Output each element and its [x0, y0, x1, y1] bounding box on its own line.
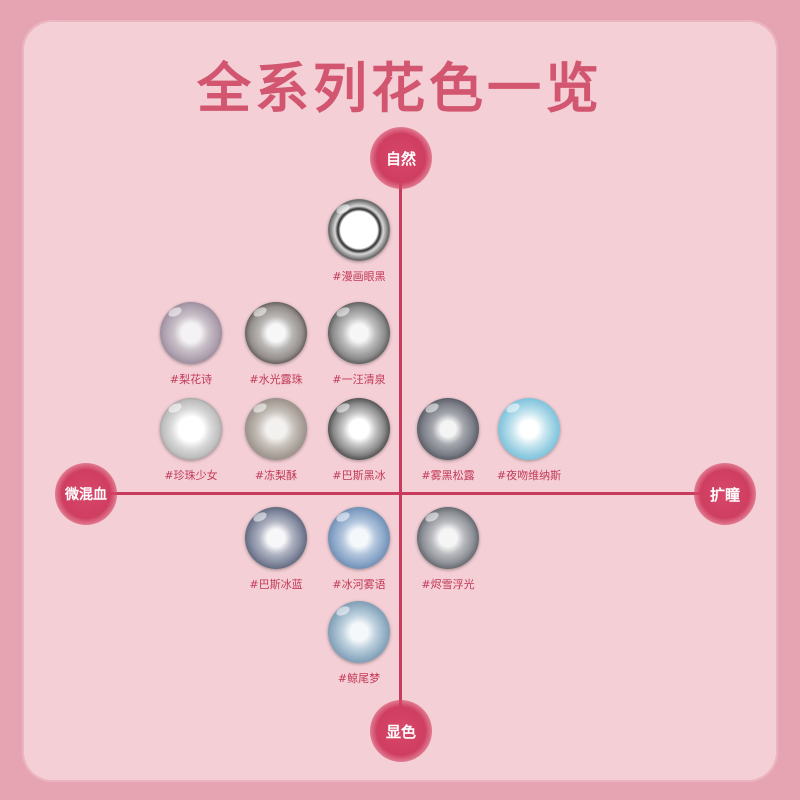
lens-label: #烬雪浮光 — [421, 578, 475, 591]
lens-image — [328, 601, 390, 663]
lens-item[interactable]: #夜吻维纳斯 — [484, 398, 574, 483]
lens-item[interactable]: #一汪清泉 — [314, 302, 404, 387]
page-title: 全系列花色一览 — [197, 57, 603, 120]
lens-label: #水光露珠 — [249, 373, 303, 386]
lens-item[interactable]: #雾黑松露 — [403, 398, 493, 483]
lens-image — [328, 199, 390, 261]
lens-label: #梨花诗 — [169, 373, 213, 386]
horizontal-axis — [86, 492, 722, 495]
lens-label: #一汪清泉 — [332, 373, 386, 386]
lens-item[interactable]: #巴斯黑冰 — [314, 398, 404, 483]
axis-label-right: 扩瞳 — [694, 463, 756, 525]
lens-image — [245, 302, 307, 364]
lens-item[interactable]: #漫画眼黑 — [314, 199, 404, 284]
lens-image — [498, 398, 560, 460]
lens-image — [417, 398, 479, 460]
lens-image — [245, 507, 307, 569]
lens-item[interactable]: #鲸尾梦 — [314, 601, 404, 686]
lens-label: #夜吻维纳斯 — [496, 469, 562, 482]
lens-item[interactable]: #烬雪浮光 — [403, 507, 493, 592]
lens-label: #雾黑松露 — [421, 469, 475, 482]
vertical-axis — [399, 160, 402, 730]
lens-image — [328, 398, 390, 460]
lens-item[interactable]: #梨花诗 — [146, 302, 236, 387]
axis-label-top: 自然 — [370, 127, 432, 189]
lens-label: #珍珠少女 — [164, 469, 218, 482]
lens-label: #冻梨酥 — [254, 469, 298, 482]
axis-label-bottom: 显色 — [370, 700, 432, 762]
lens-item[interactable]: #冰河雾语 — [314, 507, 404, 592]
lens-item[interactable]: #巴斯冰蓝 — [231, 507, 321, 592]
lens-image — [160, 398, 222, 460]
lens-item[interactable]: #珍珠少女 — [146, 398, 236, 483]
lens-image — [328, 302, 390, 364]
lens-image — [417, 507, 479, 569]
lens-image — [245, 398, 307, 460]
lens-image — [160, 302, 222, 364]
lens-label: #鲸尾梦 — [337, 672, 381, 685]
lens-label: #巴斯黑冰 — [332, 469, 386, 482]
lens-label: #漫画眼黑 — [332, 270, 386, 283]
lens-item[interactable]: #冻梨酥 — [231, 398, 321, 483]
lens-item[interactable]: #水光露珠 — [231, 302, 321, 387]
lens-label: #巴斯冰蓝 — [249, 578, 303, 591]
lens-image — [328, 507, 390, 569]
lens-label: #冰河雾语 — [332, 578, 386, 591]
axis-label-left: 微混血 — [55, 463, 117, 525]
